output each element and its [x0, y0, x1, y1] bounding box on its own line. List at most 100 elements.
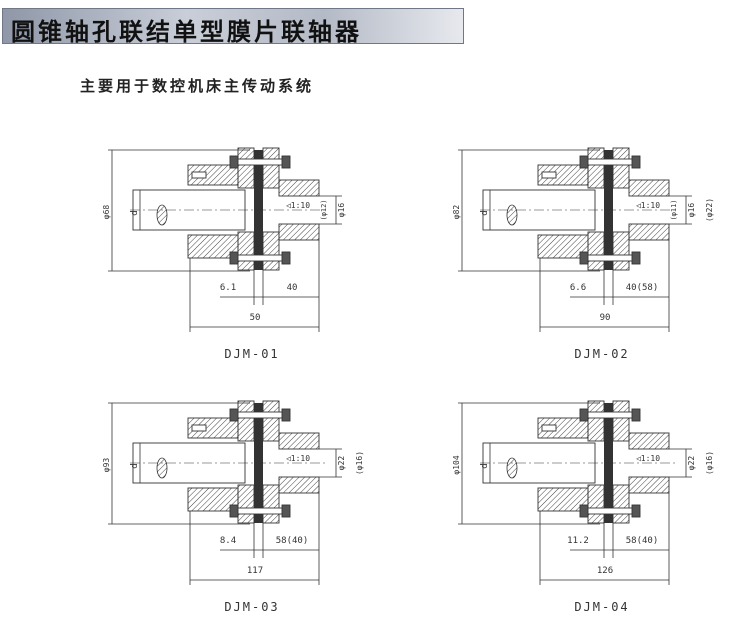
left-flange-top	[237, 147, 255, 189]
nut	[631, 251, 641, 265]
right-hub-bottom	[628, 476, 670, 494]
bolt	[581, 254, 637, 262]
nut	[281, 408, 291, 422]
hub-length-label: 58(40)	[626, 536, 659, 546]
nut	[281, 504, 291, 518]
right-flange-bottom	[612, 484, 630, 524]
right-flange-top	[612, 400, 630, 442]
outer-dia-label: φ82	[452, 205, 461, 220]
outer-dia-label: φ104	[452, 455, 461, 474]
clamp-screw	[541, 171, 557, 179]
bore-label: d	[130, 210, 140, 215]
nut	[229, 155, 239, 169]
right-flange-top	[262, 147, 280, 189]
bore-label: d	[480, 463, 490, 468]
nut	[229, 504, 239, 518]
total-length-label: 90	[600, 313, 611, 323]
outer-dia-label: φ93	[102, 458, 111, 473]
right-flange-bottom	[612, 231, 630, 271]
bore-dia-2-label: φ16	[337, 203, 346, 218]
bore-dia-3-label: (φ16)	[355, 451, 364, 475]
right-hub-top	[278, 432, 320, 450]
model-label: DJM-03	[224, 600, 279, 614]
left-flange-bottom	[587, 484, 605, 524]
nut	[281, 251, 291, 265]
bolt	[581, 507, 637, 515]
right-hub-bottom	[278, 476, 320, 494]
model-label: DJM-02	[574, 347, 629, 361]
subtitle: 主要用于数控机床主传动系统	[80, 77, 315, 95]
nut	[281, 155, 291, 169]
left-flange-top	[587, 147, 605, 189]
outer-dia-label: φ68	[102, 205, 111, 220]
bore-dia-1-label: (φ11)	[670, 199, 678, 220]
right-hub-top	[628, 432, 670, 450]
clamp-screw	[191, 171, 207, 179]
right-flange-top	[262, 400, 280, 442]
shaft-break	[156, 204, 168, 226]
bolt	[581, 158, 637, 166]
gap-label: 8.4	[220, 536, 236, 546]
left-flange-bottom	[237, 484, 255, 524]
nut	[579, 155, 589, 169]
bore-dia-2-label: φ22	[687, 456, 696, 471]
total-length-label: 50	[250, 313, 261, 323]
bore-dia-3-label: (φ22)	[705, 198, 714, 222]
taper-label: ◁1:10	[636, 454, 660, 463]
right-flange-bottom	[262, 484, 280, 524]
bore-dia-2-label: φ22	[337, 456, 346, 471]
hub-length-label: 58(40)	[276, 536, 309, 546]
shaft-break	[156, 457, 168, 479]
bolt	[231, 411, 287, 419]
left-flange-bottom	[587, 231, 605, 271]
bolt	[231, 254, 287, 262]
shaft-break	[506, 457, 518, 479]
bore-dia-1-label: (φ12)	[320, 199, 328, 220]
taper-label: ◁1:10	[636, 201, 660, 210]
left-flange-bottom	[237, 231, 255, 271]
clamp-screw	[541, 424, 557, 432]
title-banner: 圆锥轴孔联结单型膜片联轴器	[2, 8, 464, 46]
right-flange-top	[612, 147, 630, 189]
right-flange-bottom	[262, 231, 280, 271]
bolt	[231, 507, 287, 515]
total-length-label: 126	[597, 566, 613, 576]
nut	[631, 155, 641, 169]
clamp-screw	[191, 424, 207, 432]
bore-label: d	[130, 463, 140, 468]
gap-label: 6.6	[570, 283, 586, 293]
total-length-label: 117	[247, 566, 263, 576]
nut	[579, 251, 589, 265]
gap-label: 11.2	[567, 536, 589, 546]
bore-dia-2-label: φ16	[687, 203, 696, 218]
nut	[631, 504, 641, 518]
hub-length-label: 40	[287, 283, 298, 293]
bolt	[231, 158, 287, 166]
left-flange-top	[587, 400, 605, 442]
nut	[229, 408, 239, 422]
left-flange-top	[237, 400, 255, 442]
right-hub-top	[628, 179, 670, 197]
taper-label: ◁1:10	[286, 201, 310, 210]
model-label: DJM-01	[224, 347, 279, 361]
right-hub-bottom	[278, 223, 320, 241]
nut	[579, 408, 589, 422]
bore-dia-3-label: (φ16)	[705, 451, 714, 475]
hub-length-label: 40(58)	[626, 283, 659, 293]
model-label: DJM-04	[574, 600, 629, 614]
nut	[229, 251, 239, 265]
nut	[631, 408, 641, 422]
shaft-break	[506, 204, 518, 226]
right-hub-top	[278, 179, 320, 197]
taper-label: ◁1:10	[286, 454, 310, 463]
nut	[579, 504, 589, 518]
gap-label: 6.1	[220, 283, 236, 293]
bore-label: d	[480, 210, 490, 215]
right-hub-bottom	[628, 223, 670, 241]
page-title: 圆锥轴孔联结单型膜片联轴器	[11, 17, 362, 46]
bolt	[581, 411, 637, 419]
